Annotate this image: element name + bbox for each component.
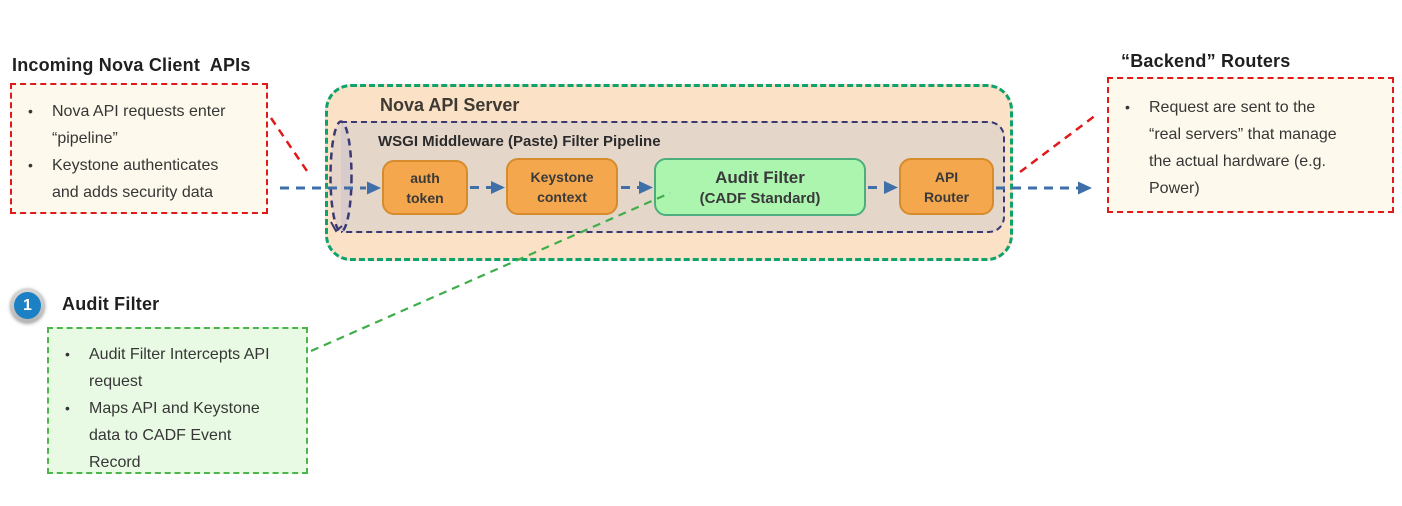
backend-routers-note-box: • Request are sent to the “real servers”…	[1107, 77, 1394, 213]
bullet-icon: •	[1125, 99, 1130, 115]
ref-line-incoming	[269, 117, 311, 175]
bullet-icon: •	[65, 346, 70, 362]
incoming-apis-title: Incoming Nova Client APIs	[12, 55, 251, 75]
nova-api-server-title: Nova API Server	[380, 95, 520, 115]
list-item: • Request are sent to the “real servers”…	[1125, 94, 1384, 202]
ref-line-backend	[1019, 114, 1097, 173]
incoming-apis-note-box: • Nova API requests enter “pipeline” • K…	[10, 83, 268, 214]
list-item: • Keystone authenticates and adds securi…	[28, 152, 258, 206]
step-1-badge: 1	[10, 288, 45, 323]
stage-auth-token: auth token	[382, 160, 468, 215]
flow-arrowhead-exit	[1078, 181, 1092, 195]
list-item: • Maps API and Keystone data to CADF Eve…	[65, 395, 298, 476]
step-1-number: 1	[14, 292, 41, 319]
bullet-icon: •	[28, 103, 33, 119]
stage-audit-filter: Audit Filter (CADF Standard)	[654, 158, 866, 216]
wsgi-pipeline-title: WSGI Middleware (Paste) Filter Pipeline	[378, 133, 661, 150]
list-item: • Audit Filter Intercepts API request	[65, 341, 298, 395]
bullet-icon: •	[65, 400, 70, 416]
bullet-icon: •	[28, 157, 33, 173]
stage-keystone-context: Keystone context	[506, 158, 618, 215]
backend-routers-title: “Backend” Routers	[1121, 51, 1291, 71]
stage-api-router: API Router	[899, 158, 994, 215]
audit-filter-note-box: • Audit Filter Intercepts API request • …	[47, 327, 308, 474]
audit-filter-callout-title: Audit Filter	[62, 294, 160, 314]
list-item: • Nova API requests enter “pipeline”	[28, 98, 258, 152]
